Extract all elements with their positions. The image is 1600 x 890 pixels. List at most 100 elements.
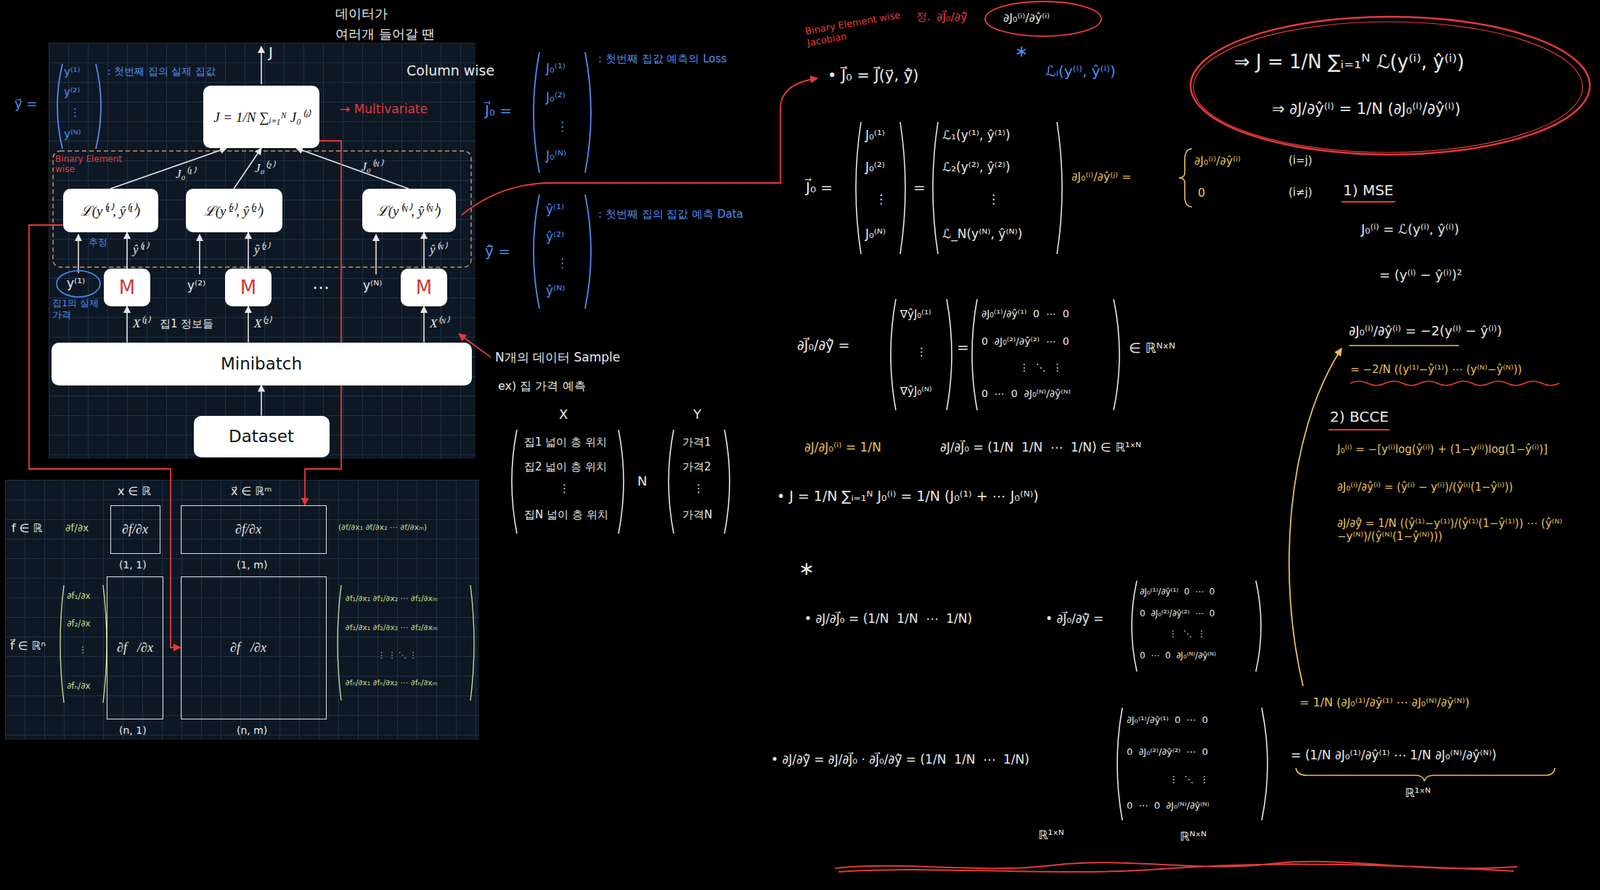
annotation-text: ⋮	[693, 482, 705, 496]
annotation-text: ℒ₂(y⁽²⁾, ŷ⁽²⁾)	[942, 159, 1011, 175]
annotation-text: ⋮	[78, 644, 88, 655]
connector	[126, 306, 128, 343]
edge-label: X⁽ᴺ⁾	[429, 316, 449, 332]
derivative-cell: ∂f/∂x	[110, 505, 161, 554]
annotation-text: ℝᴺˣᴺ	[1179, 829, 1207, 844]
annotation-text: ⋯	[312, 277, 330, 299]
model-box: M	[400, 268, 448, 307]
annotation-text: ∂J₀⁽ⁱ⁾/∂ŷ⁽ⁱ⁾	[1194, 153, 1241, 168]
annotation-text: ∂J₀⁽¹⁾/∂ŷ⁽¹⁾ 0 ⋯ 0	[1126, 714, 1208, 726]
annotation-text: 집1 정보들	[159, 317, 214, 331]
annotation-text: y⁽ᴺ⁾	[63, 127, 81, 141]
annotation-text: ∗	[1014, 42, 1028, 61]
edge-label: ŷ⁽²⁾	[254, 242, 270, 257]
edge-label: J₀⁽²⁾	[254, 161, 275, 176]
model-box: M	[103, 268, 151, 307]
annotation-text: J₀⁽²⁾	[865, 159, 885, 175]
wavy-underline	[1350, 381, 1560, 386]
annotation-text: 2) BCCE	[1329, 407, 1389, 426]
derivative-cell: ∂f⃗/∂x	[106, 576, 164, 720]
annotation-text: ∈ ℝᴺˣᴺ	[1128, 339, 1176, 357]
annotation-text: (i=j)	[1288, 153, 1313, 167]
annotation-text: y⁽²⁾	[187, 278, 206, 293]
annotation-text: ∂J⃗₀/∂ŷ⃗	[936, 10, 968, 24]
annotation-text: (n, 1)	[119, 724, 147, 737]
leader-arrow	[461, 78, 818, 215]
annotation-text: x⃗ ∈ ℝᵐ	[230, 484, 272, 499]
highlight-circle	[1193, 21, 1583, 153]
annotation-text: ⋮ ⋱ ⋮	[1168, 628, 1206, 639]
annotation-text: J₀⁽²⁾	[545, 90, 566, 105]
annotation-text: J₀⁽ᴺ⁾	[865, 226, 886, 242]
matrix-bracket	[1261, 707, 1268, 821]
vector-bracket	[57, 52, 591, 309]
matrix-bracket	[668, 429, 674, 534]
annotation-text: ∂f₁/∂x	[66, 590, 91, 602]
node-text: ∂f⃗/∂x⃗	[230, 640, 277, 656]
annotation-text: N	[637, 473, 647, 490]
annotation-text: 가격2	[682, 460, 712, 474]
node-text: ∂f/∂x	[121, 521, 149, 538]
annotation-text: = (y⁽ⁱ⁾ − ŷ⁽ⁱ⁾)²	[1379, 267, 1463, 284]
annotation-text: ℒᵢ(y⁽ⁱ⁾, ŷ⁽ⁱ⁾)	[1045, 62, 1116, 80]
node-text: M	[415, 276, 432, 299]
annotation-text: ∂J₀⁽ⁱ⁾/∂ŷ⁽ⁱ⁾	[1003, 10, 1050, 25]
annotation-text: ⋮	[874, 191, 888, 207]
matrix-bracket	[890, 299, 896, 411]
underbrace	[1295, 768, 1555, 782]
grid-panel	[5, 479, 480, 740]
annotation-text: ∗	[798, 557, 815, 581]
connector	[29, 225, 181, 648]
vector-bracket	[533, 194, 540, 309]
annotation-text: ∂J₀⁽¹⁾/∂ŷ⁽¹⁾ 0 ⋯ 0	[981, 307, 1070, 321]
annotation-text: = −2/N ((y⁽¹⁾−ŷ⁽¹⁾) ⋯ (y⁽ᴺ⁾−ŷ⁽ᴺ⁾))	[1350, 362, 1522, 377]
annotation-text: ⋮	[916, 345, 928, 359]
matrix-bracket	[1255, 580, 1261, 672]
node-text: M	[240, 276, 257, 299]
vector-bracket	[533, 52, 540, 173]
matrix-bracket	[511, 429, 517, 534]
annotation-text: ŷ⁽¹⁾	[545, 201, 565, 217]
underline	[1341, 201, 1396, 203]
matrix-bracket	[337, 585, 342, 701]
vector-bracket	[585, 194, 591, 309]
annotation-text: 집N 넓이 층 위치	[524, 508, 609, 522]
dataset-box: Dataset	[193, 415, 330, 458]
annotation-text: • ∂J/∂J⃗₀ = (1/N 1/N ⋯ 1/N)	[804, 611, 973, 626]
annotation-text: (1, 1)	[119, 558, 147, 572]
annotation-text: J₀⁽ⁱ⁾ = ℒ(y⁽ⁱ⁾, ŷ⁽ⁱ⁾)	[1361, 221, 1460, 238]
annotation-text: 0 ⋯ 0 ∂J₀⁽ᴺ⁾/∂ŷ⁽ᴺ⁾	[1139, 650, 1216, 661]
matrix-bracket	[60, 585, 475, 703]
annotation-text: Binary Element wise Jacobian	[804, 7, 916, 49]
matrix-bracket	[1056, 121, 1063, 255]
loss-box: ℒ(y⁽ᴺ⁾, ŷ⁽ᴺ⁾)	[362, 188, 456, 233]
loss-box: ℒ(y⁽²⁾, ŷ⁽²⁾)	[185, 188, 283, 233]
annotation-text: → Multivariate	[339, 101, 428, 117]
annotation-text: ŷ⁽²⁾	[545, 229, 565, 244]
annotation-text: 0 ⋯ 0 ∂J₀⁽ᴺ⁾/∂ŷ⁽ᴺ⁾	[1126, 800, 1210, 812]
annotation-text: =	[913, 178, 926, 197]
vector-bracket	[57, 63, 63, 149]
node-text: ∂f⃗/∂x	[116, 640, 154, 656]
connector	[260, 385, 263, 416]
annotation-text: 1) MSE	[1343, 181, 1394, 199]
connector	[247, 306, 250, 343]
annotation-text: ∇ŷJ₀⁽ᴺ⁾	[900, 384, 933, 398]
annotation-text: J₀⁽ⁱ⁾ = −[y⁽ⁱ⁾log(ŷ⁽ⁱ⁾) + (1−y⁽ⁱ⁾)log(1−…	[1337, 442, 1592, 456]
annotation-text: ∂J/∂ŷ⃗ = 1/N ((ŷ⁽¹⁾−y⁽¹⁾)/(ŷ⁽¹⁾(1−ŷ⁽¹⁾))…	[1337, 516, 1592, 544]
annotation-text: 0	[1197, 185, 1206, 200]
node-text: J = 1/N ∑ᵢ₌₁ᴺ J₀⁽ⁱ⁾	[213, 107, 310, 127]
annotation-text: ∂f/∂x	[65, 521, 89, 535]
matrix-bracket	[470, 585, 475, 701]
annotation-text: ∇ŷJ₀⁽¹⁾	[900, 307, 932, 321]
edge-label: J₀⁽¹⁾	[175, 166, 196, 182]
annotation-text: y⁽²⁾	[63, 85, 80, 99]
annotation-text: 0 ∂J₀⁽²⁾/∂ŷ⁽²⁾ ⋯ 0	[1139, 608, 1215, 619]
matrix-bracket	[855, 121, 861, 255]
annotation-text: J₀⁽ᴺ⁾	[545, 148, 567, 163]
matrix-bracket	[900, 121, 906, 255]
cases-brace	[1178, 148, 1193, 207]
annotation-text: ℒ_N(y⁽ᴺ⁾, ŷ⁽ᴺ⁾)	[942, 226, 1023, 242]
highlight-circle	[1190, 16, 1590, 155]
annotation-text: ⋮	[987, 191, 1000, 207]
